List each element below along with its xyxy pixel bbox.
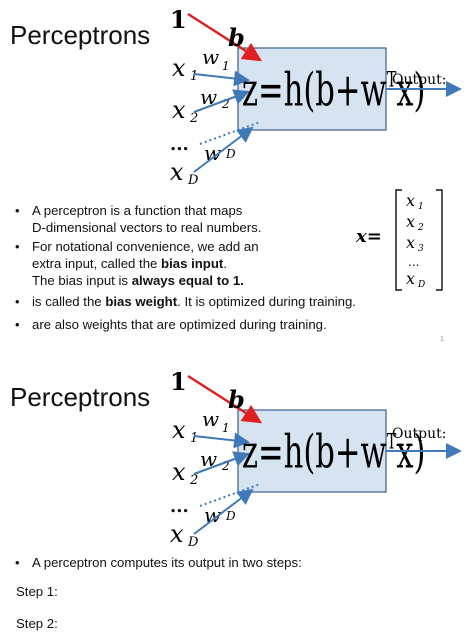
x-vector: x= x 1 x 2 x 3 ... x D [356, 189, 443, 291]
input-xD-subscript: D [187, 535, 199, 550]
bullet-item: For notational convenience, we add an ex… [14, 238, 354, 289]
input-xD: x [170, 158, 184, 186]
output-label: Output: [392, 426, 446, 442]
input-arrow-1 [193, 432, 250, 449]
input-arrow-D [193, 126, 254, 173]
bias-arrow [187, 374, 263, 424]
output-label: Output: [392, 72, 446, 88]
vector-lhs: x= [356, 226, 382, 247]
input-x1: x [172, 54, 186, 82]
weight-w1: w [202, 45, 219, 69]
weight-w1-subscript: 1 [222, 421, 230, 435]
input-arrow-2 [193, 451, 250, 475]
vector-entry: x [406, 233, 415, 252]
perceptron-diagram: 1 b x 1 x 2 ... x D w 1 w 2 w D z=h(b+wT… [170, 367, 462, 550]
input-arrow-D [193, 488, 254, 535]
input-x2-subscript: 2 [189, 473, 198, 488]
bias-weight-label: b [228, 385, 245, 414]
vector-entry: x [406, 212, 415, 231]
bias-weight-label: b [228, 23, 245, 52]
perceptron-box [237, 409, 387, 493]
bullet-item: A perceptron computes its output in two … [14, 554, 434, 571]
weight-w2: w [200, 447, 217, 471]
page-number: 1 [440, 336, 444, 343]
input-x1-subscript: 1 [190, 431, 198, 446]
equation: z=h(b+wTx) [242, 426, 426, 479]
input-x1: x [172, 416, 186, 444]
input-xD: x [170, 520, 184, 548]
vector-subscript: 2 [417, 223, 424, 233]
step-1-label: Step 1: [16, 584, 58, 599]
weight-w2-subscript: 2 [221, 459, 230, 473]
slide-1: Perceptrons 1 b x 1 x 2 ... x D w 1 w 2 … [0, 0, 474, 352]
vector-entry: x [406, 191, 415, 210]
input-arrow-2 [193, 89, 250, 113]
weight-w2-subscript: 2 [221, 97, 230, 111]
input-ellipsis: ... [170, 134, 189, 155]
slide-title: Perceptrons [10, 382, 151, 412]
bias-input-label: 1 [170, 5, 187, 34]
slide-2: Perceptrons 1 b x 1 x 2 ... x D w 1 w 2 … [0, 362, 474, 632]
input-x2: x [172, 96, 186, 124]
weight-w1: w [202, 407, 219, 431]
vector-subscript: 3 [418, 244, 424, 254]
vector-entry: x [406, 269, 415, 288]
weight-w2: w [200, 85, 217, 109]
slide-title: Perceptrons [10, 20, 151, 50]
weight-wD: w [204, 503, 221, 527]
step-2-label: Step 2: [16, 616, 58, 631]
input-arrow-dotted [199, 121, 261, 145]
input-arrow-dotted [199, 483, 261, 507]
bias-input-label: 1 [170, 367, 187, 396]
input-x2: x [172, 458, 186, 486]
input-arrow-1 [193, 70, 250, 87]
vector-ellipsis: ... [408, 255, 419, 269]
weight-wD-subscript: D [225, 509, 236, 523]
bullet-item: is called the bias weight. It is optimiz… [14, 293, 432, 310]
input-x2-subscript: 2 [189, 111, 198, 126]
weight-w1-subscript: 1 [222, 59, 230, 73]
input-x1-subscript: 1 [190, 69, 198, 84]
bullet-item: A perceptron is a function that maps D-d… [14, 202, 354, 236]
perceptron-diagram: 1 b x 1 x 2 ... x D w 1 w 2 w D z=h(b+wT… [170, 5, 462, 188]
input-ellipsis: ... [170, 496, 189, 517]
equation: z=h(b+wTx) [242, 64, 426, 117]
bias-arrow [187, 12, 263, 62]
perceptron-box [237, 47, 387, 131]
bullet-list: A perceptron computes its output in two … [14, 554, 434, 572]
weight-wD: w [204, 141, 221, 165]
bullet-item: are also weights that are optimized duri… [14, 316, 432, 333]
vector-subscript: 1 [418, 202, 424, 212]
vector-left-bracket [395, 189, 402, 291]
vector-subscript: D [417, 280, 425, 290]
weight-wD-subscript: D [225, 147, 236, 161]
input-xD-subscript: D [187, 173, 199, 188]
vector-right-bracket [436, 189, 443, 291]
bullet-list: A perceptron is a function that maps D-d… [14, 202, 356, 334]
